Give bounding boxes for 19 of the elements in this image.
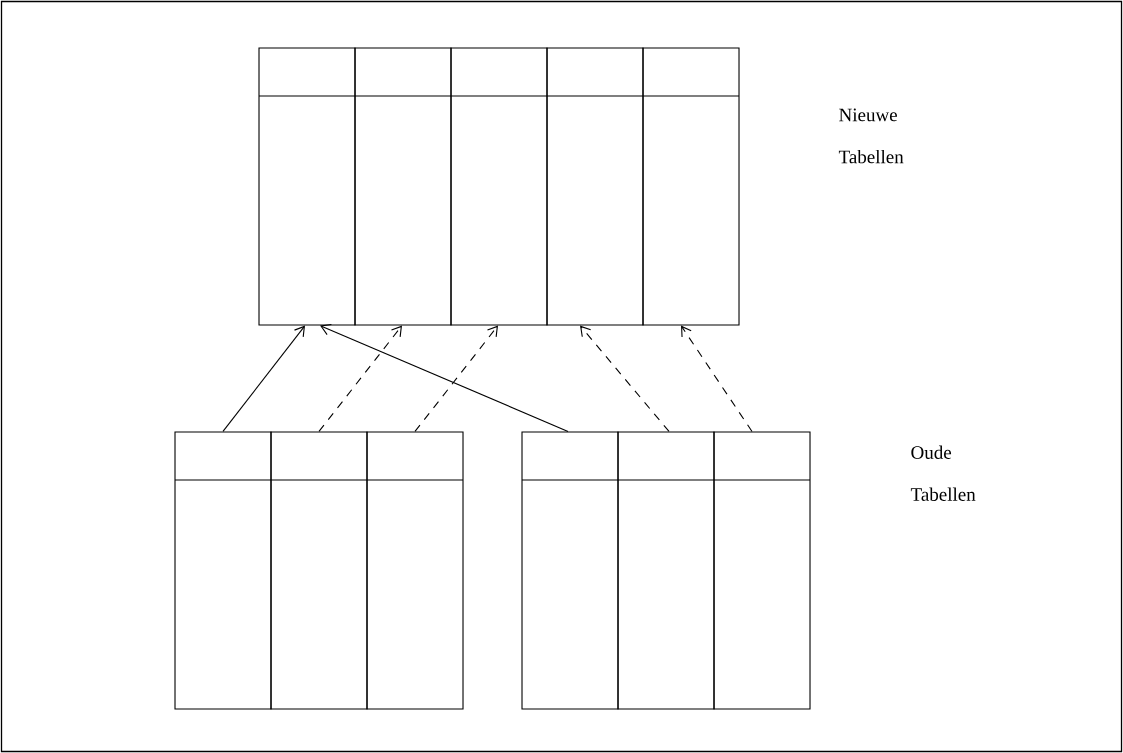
arrow (580, 325, 670, 432)
table-column (174, 431, 272, 710)
table-column (270, 431, 368, 710)
table-column (258, 47, 356, 326)
table-column (617, 431, 715, 710)
table-column (546, 47, 644, 326)
arrow (222, 325, 305, 432)
arrow (318, 325, 402, 432)
table-column (354, 47, 452, 326)
section-label: Oude Tabellen (910, 445, 976, 501)
arrow (681, 325, 753, 432)
table-column (450, 47, 548, 326)
arrow (414, 325, 498, 432)
table-column (521, 431, 619, 710)
table-column (642, 47, 740, 326)
arrow (320, 323, 569, 432)
table-column (713, 431, 811, 710)
table-column (366, 431, 464, 710)
section-label: Nieuwe Tabellen (838, 108, 904, 164)
